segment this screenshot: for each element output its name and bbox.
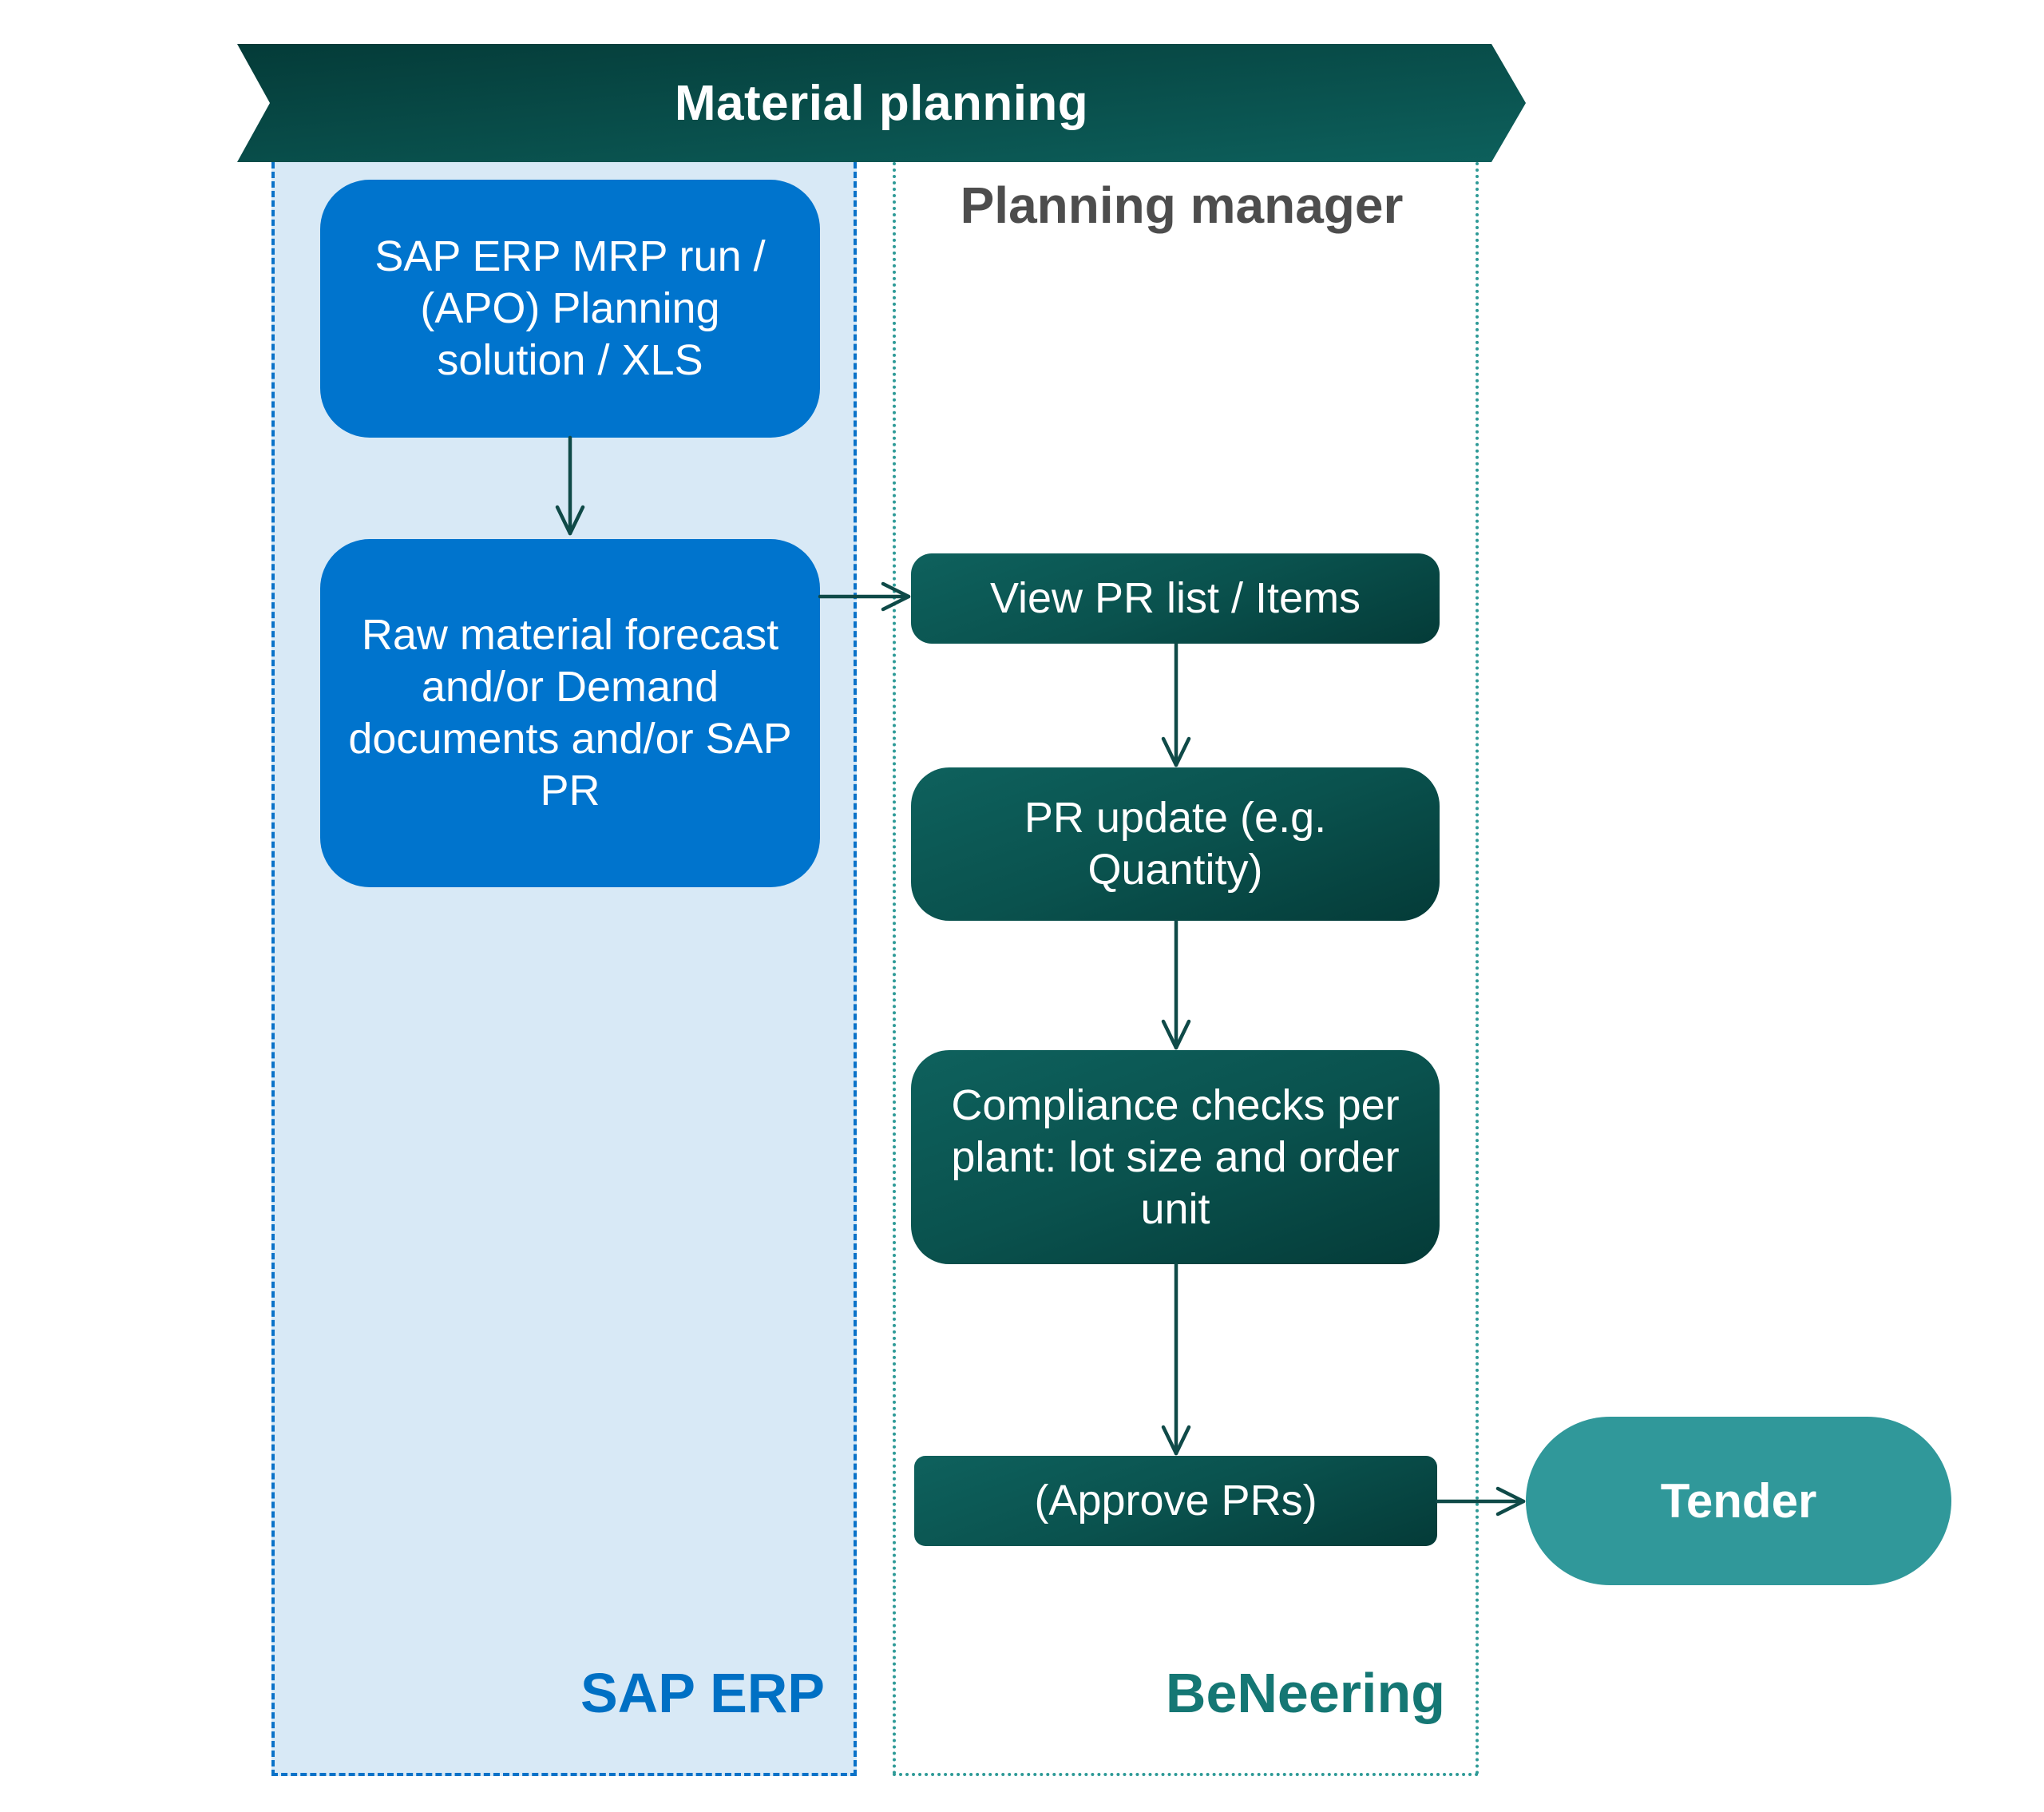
node-view-pr-list[interactable]: View PR list / Items: [911, 553, 1440, 644]
lane-label-beneering: BeNeering: [1165, 1662, 1445, 1724]
node-raw-material-forecast[interactable]: Raw material forecast and/or Demand docu…: [320, 539, 820, 887]
node-pr-update[interactable]: PR update (e.g. Quantity): [911, 767, 1440, 921]
lane-heading-planning-manager: Planning manager: [960, 176, 1404, 234]
banner-shape: [237, 44, 1526, 162]
lane-label-sap-erp: SAP ERP: [580, 1662, 825, 1724]
node-compliance-checks[interactable]: Compliance checks per plant: lot size an…: [911, 1050, 1440, 1264]
node-approve-prs[interactable]: (Approve PRs): [914, 1456, 1437, 1546]
node-tender[interactable]: Tender: [1526, 1417, 1951, 1585]
node-mrp-run[interactable]: SAP ERP MRP run / (APO) Planning solutio…: [320, 180, 820, 438]
banner-title: Material planning: [674, 75, 1089, 131]
